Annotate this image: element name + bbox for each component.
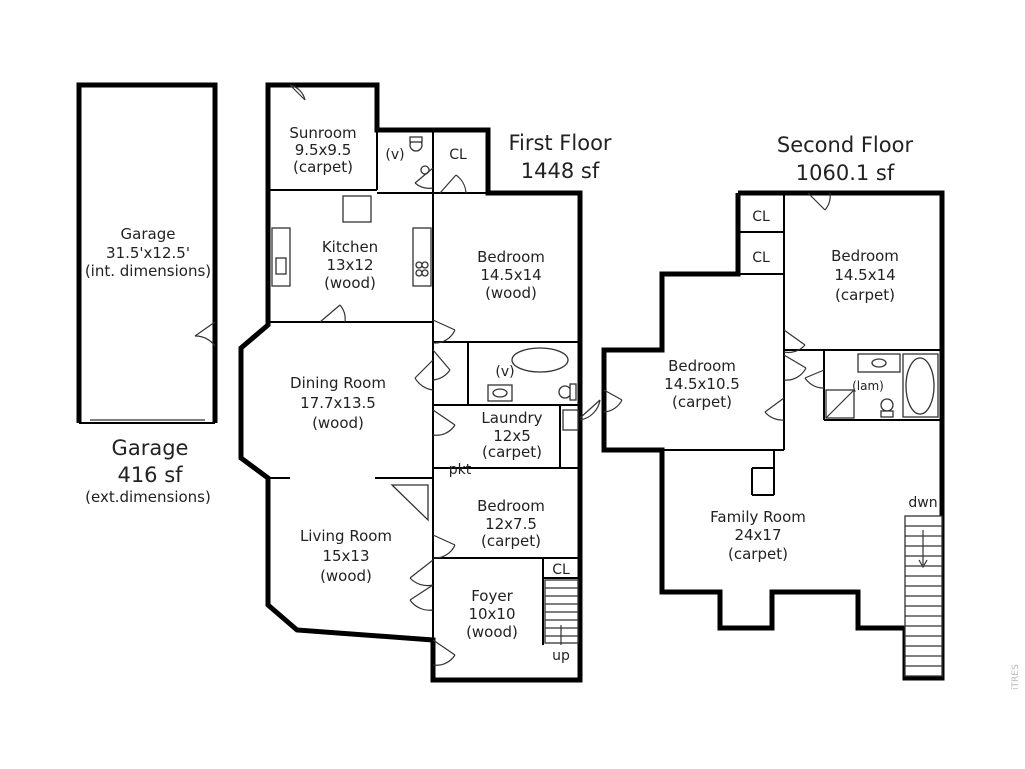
svg-text:12x7.5: 12x7.5 xyxy=(485,515,537,533)
svg-text:Laundry: Laundry xyxy=(481,409,542,427)
svg-text:(carpet): (carpet) xyxy=(672,393,732,411)
laminate-label: (lam) xyxy=(852,379,884,393)
svg-text:(carpet): (carpet) xyxy=(481,532,541,550)
svg-text:Living Room: Living Room xyxy=(300,527,392,545)
garage-title: Garage xyxy=(112,436,189,460)
stair-treads-down xyxy=(905,525,942,667)
first-floor-plan: First Floor 1448 sf Sunroom 9.5x9.5 (car… xyxy=(238,82,612,683)
foyer-label: Foyer 10x10 (wood) xyxy=(466,587,518,641)
svg-text:10x10: 10x10 xyxy=(468,605,515,623)
svg-text:(wood): (wood) xyxy=(312,414,364,432)
pocket-door-label: pkt xyxy=(449,462,472,478)
svg-text:24x17: 24x17 xyxy=(734,526,781,544)
svg-text:(wood): (wood) xyxy=(485,284,537,302)
svg-text:14.5x14: 14.5x14 xyxy=(480,266,541,284)
svg-text:12x5: 12x5 xyxy=(493,427,531,445)
svg-text:(wood): (wood) xyxy=(320,567,372,585)
bedroom-1-label: Bedroom 14.5x14 (wood) xyxy=(477,248,545,302)
svg-text:Kitchen: Kitchen xyxy=(322,238,378,256)
garage-area-note: (ext.dimensions) xyxy=(85,488,211,506)
foyer-closet-label: CL xyxy=(552,562,570,578)
svg-text:(carpet): (carpet) xyxy=(482,443,542,461)
stairs-up-label: up xyxy=(552,648,570,664)
svg-text:(wood): (wood) xyxy=(466,623,518,641)
stairs-down-label: dwn xyxy=(908,495,937,511)
closet-2-label: CL xyxy=(752,250,770,266)
svg-text:9.5x9.5: 9.5x9.5 xyxy=(295,141,352,159)
dining-room-label: Dining Room 17.7x13.5 (wood) xyxy=(290,374,386,432)
bedroom-b-label: Bedroom 14.5x10.5 (carpet) xyxy=(664,357,740,411)
bedroom-2-label: Bedroom 12x7.5 (carpet) xyxy=(477,497,545,550)
watermark: iTRES xyxy=(1011,664,1021,690)
second-floor-area: 1060.1 sf xyxy=(796,161,895,185)
garage-area: 416 sf xyxy=(117,463,183,487)
svg-text:Bedroom: Bedroom xyxy=(477,497,545,515)
sunroom-label: Sunroom 9.5x9.5 (carpet) xyxy=(289,124,356,176)
garage-room-name: Garage xyxy=(121,225,176,243)
kitchen-label: Kitchen 13x12 (wood) xyxy=(322,238,378,292)
second-floor-plan: Second Floor 1060.1 sf CL CL Bedroom 14.… xyxy=(601,133,945,681)
garage-room-note: (int. dimensions) xyxy=(85,262,211,280)
svg-text:13x12: 13x12 xyxy=(326,256,373,274)
garage-plan: Garage 31.5'x12.5' (int. dimensions) Gar… xyxy=(76,82,218,506)
laundry-label: Laundry 12x5 (carpet) xyxy=(481,409,542,461)
first-floor-area: 1448 sf xyxy=(521,159,600,183)
svg-text:Foyer: Foyer xyxy=(471,587,513,605)
svg-text:Family Room: Family Room xyxy=(710,508,806,526)
svg-text:(wood): (wood) xyxy=(324,274,376,292)
living-room-label: Living Room 15x13 (wood) xyxy=(300,527,392,585)
bath-vanity-label: (v) xyxy=(495,364,514,380)
garage-room-dims: 31.5'x12.5' xyxy=(106,244,190,262)
svg-text:Bedroom: Bedroom xyxy=(668,357,736,375)
bedroom-a-label: Bedroom 14.5x14 (carpet) xyxy=(831,247,899,304)
svg-text:15x13: 15x13 xyxy=(322,547,369,565)
svg-text:Bedroom: Bedroom xyxy=(477,248,545,266)
svg-text:14.5x14: 14.5x14 xyxy=(834,266,895,284)
svg-text:(carpet): (carpet) xyxy=(835,286,895,304)
svg-text:17.7x13.5: 17.7x13.5 xyxy=(300,394,376,412)
svg-text:14.5x10.5: 14.5x10.5 xyxy=(664,375,740,393)
family-room-label: Family Room 24x17 (carpet) xyxy=(710,508,806,563)
svg-text:(carpet): (carpet) xyxy=(293,158,353,176)
svg-text:Sunroom: Sunroom xyxy=(289,124,356,142)
svg-text:(carpet): (carpet) xyxy=(728,545,788,563)
stair-treads-up xyxy=(545,587,578,645)
svg-text:Bedroom: Bedroom xyxy=(831,247,899,265)
svg-text:Dining Room: Dining Room xyxy=(290,374,386,392)
closet-1-label: CL xyxy=(752,209,770,225)
half-bath-vanity-label: (v) xyxy=(385,147,404,163)
first-floor-title: First Floor xyxy=(508,131,611,155)
second-floor-title: Second Floor xyxy=(777,133,914,157)
closet-label: CL xyxy=(449,147,467,163)
